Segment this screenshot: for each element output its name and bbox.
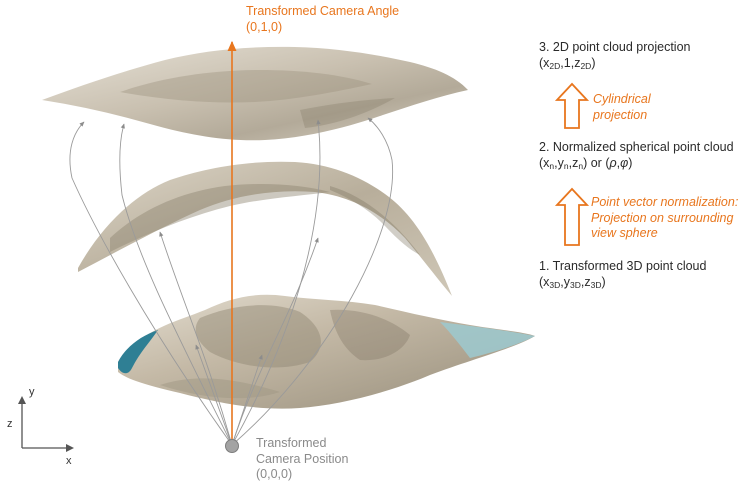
step-2-formula: (xn,yn,zn) or (ρ,φ) <box>539 156 734 172</box>
terrain-3d-point-cloud <box>118 295 535 409</box>
transition-cylindrical-label: Cylindrical projection <box>593 92 651 123</box>
step-1-3d-cloud: 1. Transformed 3D point cloud (x3D,y3D,z… <box>539 259 706 290</box>
axis-y-label: y <box>29 386 35 398</box>
axis-x-label: x <box>66 455 72 467</box>
step-2-title: 2. Normalized spherical point cloud <box>539 140 734 156</box>
transition-normalization-label: Point vector normalization: Projection o… <box>591 195 738 242</box>
camera-angle-value: (0,1,0) <box>246 20 399 36</box>
coordinate-axes-icon <box>18 396 74 452</box>
transition-arrow-normalization <box>557 189 587 245</box>
step-2-spherical: 2. Normalized spherical point cloud (xn,… <box>539 140 734 171</box>
camera-position-line1: Transformed <box>256 436 348 452</box>
step-1-formula: (x3D,y3D,z3D) <box>539 275 706 291</box>
step-3-title: 3. 2D point cloud projection <box>539 40 690 56</box>
terrain-2d-point-cloud <box>42 47 468 140</box>
step-1-title: 1. Transformed 3D point cloud <box>539 259 706 275</box>
camera-position-line2: Camera Position <box>256 452 348 468</box>
camera-position-value: (0,0,0) <box>256 467 348 483</box>
camera-position-dot <box>226 440 239 453</box>
axis-z-label: z <box>7 418 13 430</box>
camera-angle-label: Transformed Camera Angle (0,1,0) <box>246 4 399 35</box>
step-3-formula: (x2D,1,z2D) <box>539 56 690 72</box>
camera-position-label: Transformed Camera Position (0,0,0) <box>256 436 348 483</box>
terrain-spherical-point-cloud <box>78 162 452 296</box>
camera-angle-title: Transformed Camera Angle <box>246 4 399 20</box>
transition-arrow-cylindrical <box>557 84 587 128</box>
step-3-2d-projection: 3. 2D point cloud projection (x2D,1,z2D) <box>539 40 690 71</box>
